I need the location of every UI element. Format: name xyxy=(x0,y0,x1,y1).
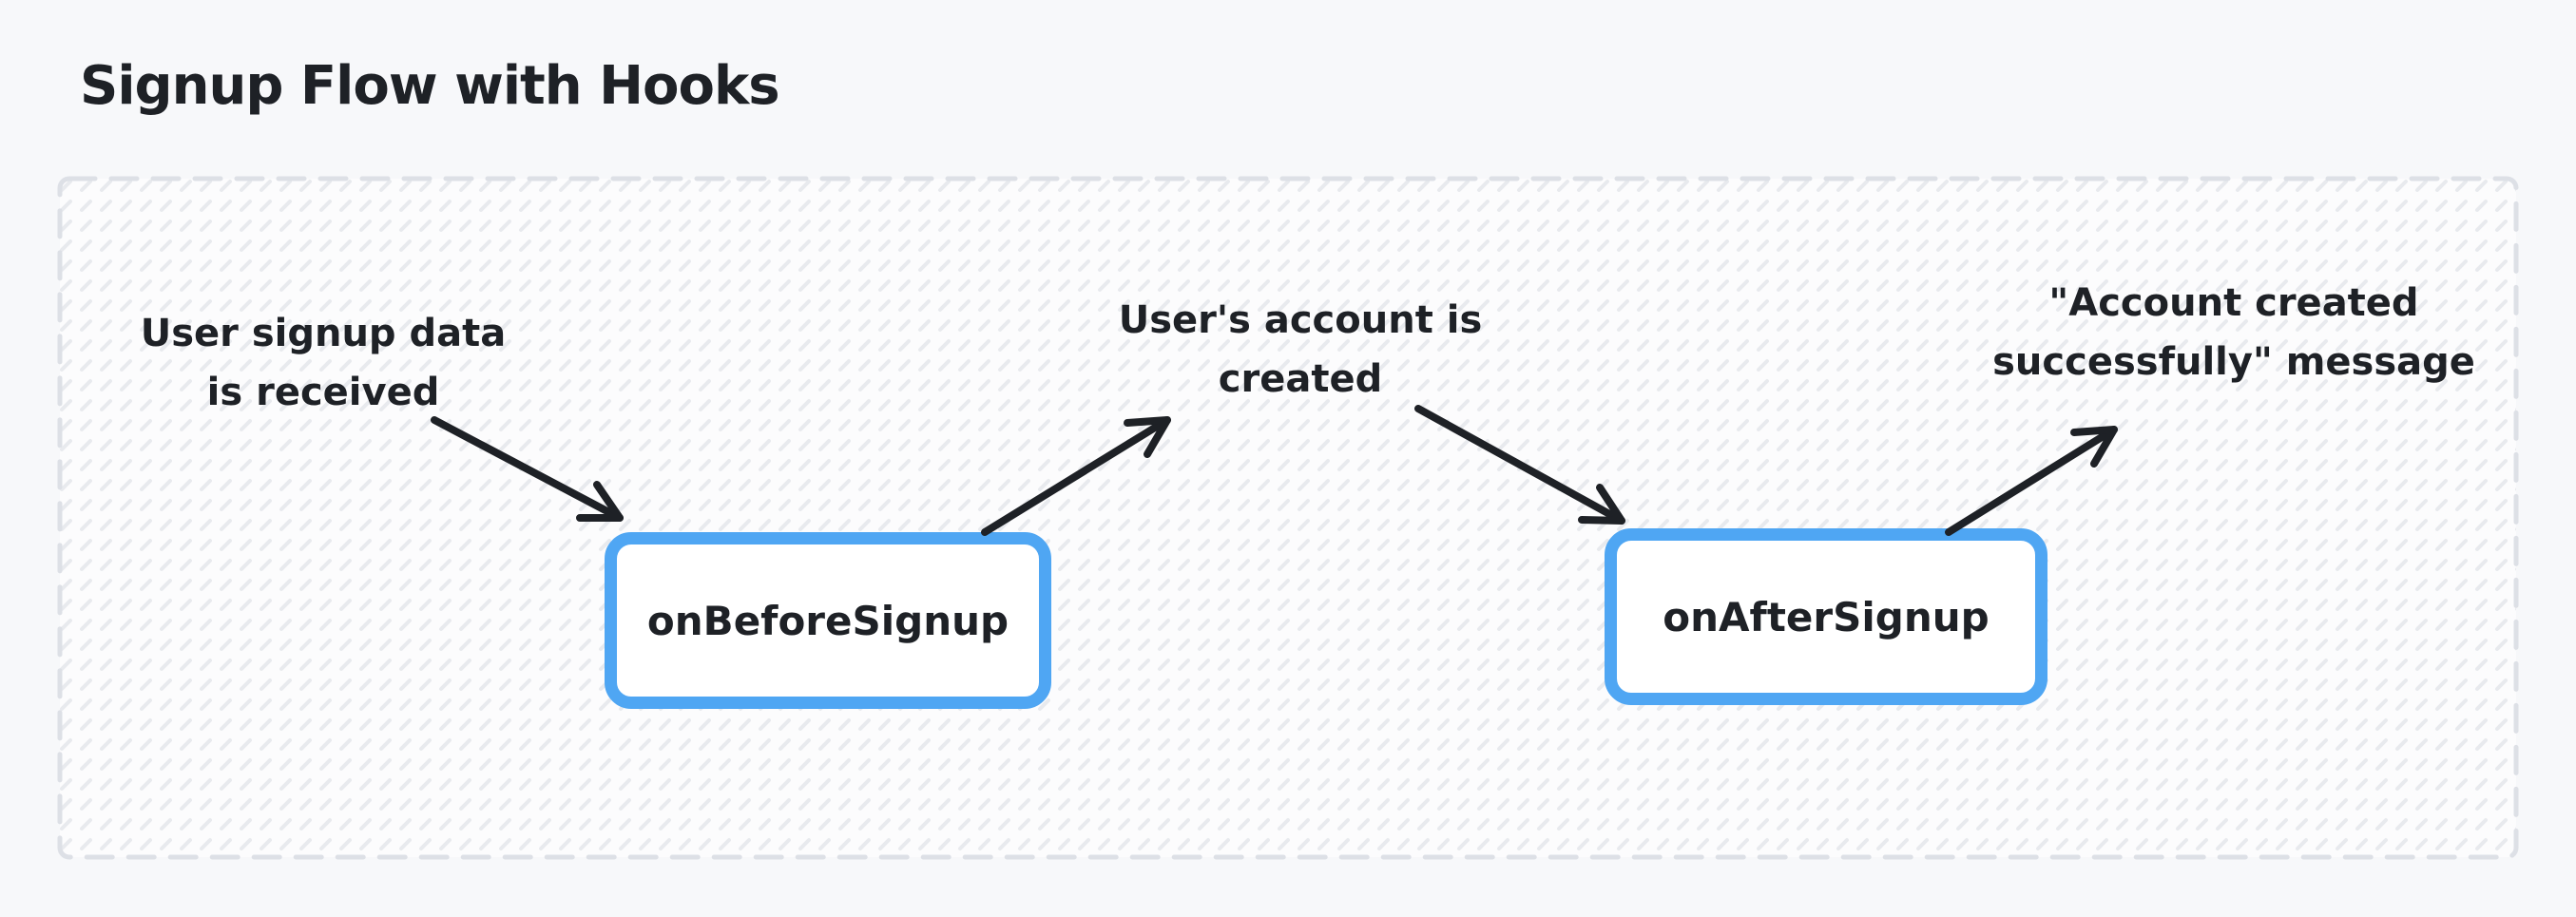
label-line: User's account is xyxy=(1118,298,1483,342)
label-line: is received xyxy=(206,371,440,414)
label-user-signup-data: User signup data is received xyxy=(81,304,566,422)
label-users-account-created: User's account is created xyxy=(1063,291,1538,409)
label-line: "Account created xyxy=(2048,281,2419,325)
node-onAfterSignup: onAfterSignup xyxy=(1605,528,2047,705)
label-line: created xyxy=(1218,357,1383,401)
node-label: onAfterSignup xyxy=(1663,593,1990,640)
label-line: successfully" message xyxy=(1992,340,2475,384)
label-line: User signup data xyxy=(140,312,507,355)
node-onBeforeSignup: onBeforeSignup xyxy=(605,532,1051,709)
label-account-created-message: "Account created successfully" message xyxy=(1953,274,2514,392)
diagram-title: Signup Flow with Hooks xyxy=(80,55,780,117)
node-label: onBeforeSignup xyxy=(646,597,1009,644)
